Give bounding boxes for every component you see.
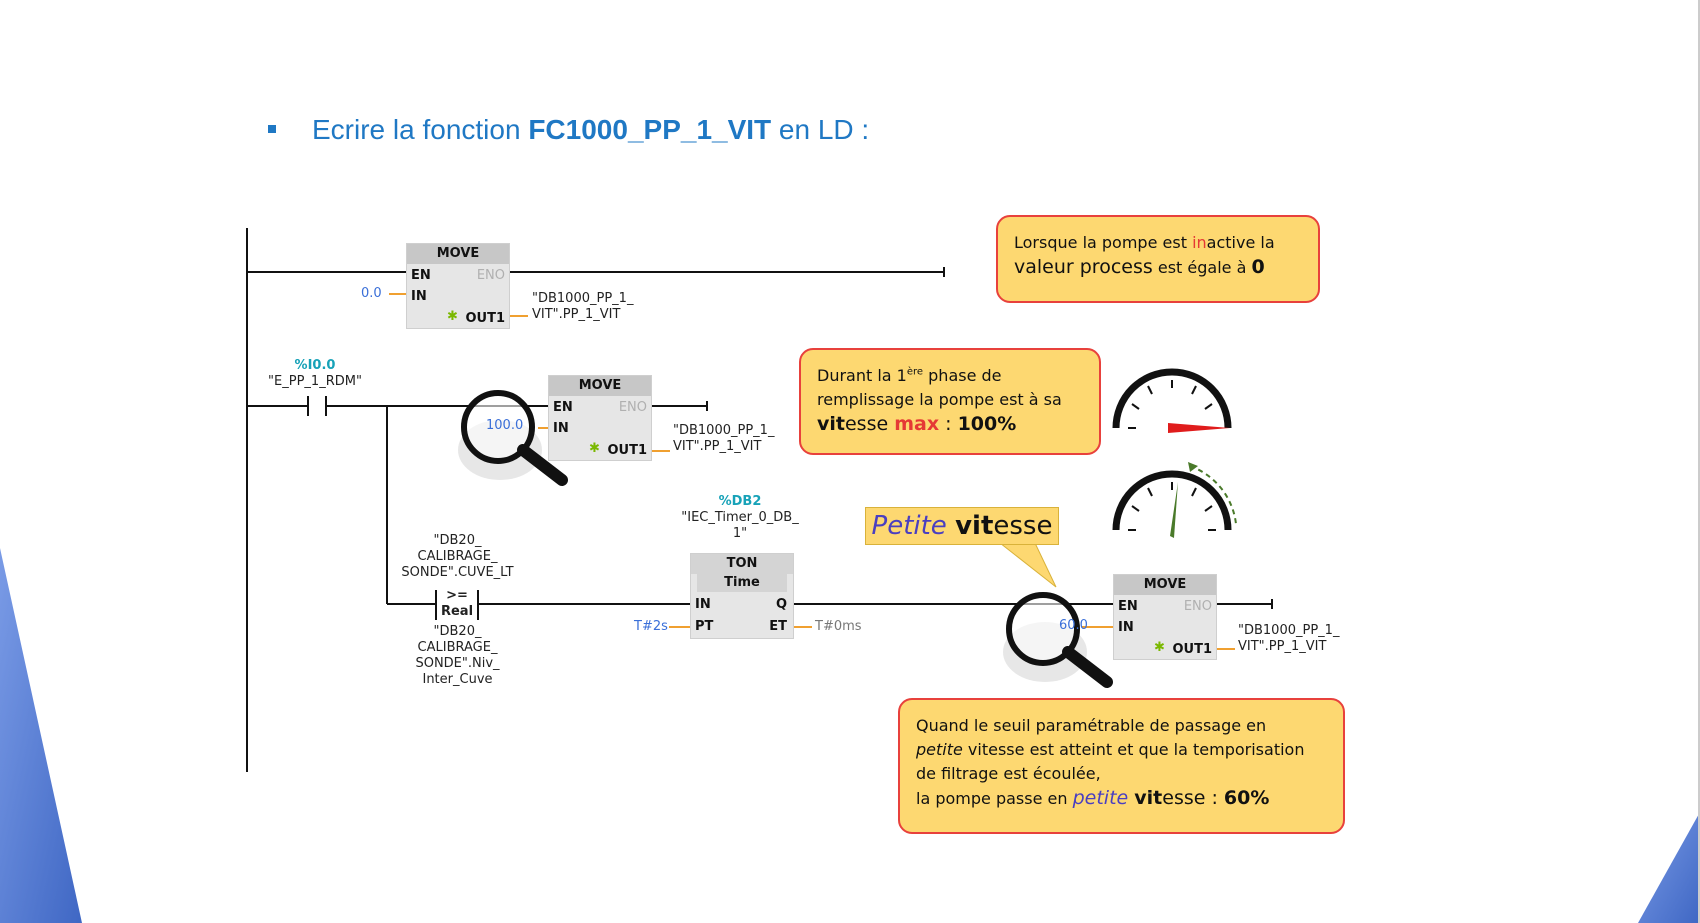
petite-callout-pointer: [998, 542, 1057, 588]
move-block-2-eno: ENO: [618, 400, 647, 415]
cmp-bot-line4: Inter_Cuve: [422, 672, 493, 687]
ton-pt: PT: [695, 619, 714, 634]
timer-db-line1: "IEC_Timer_0_DB_: [681, 510, 799, 525]
move-block-1[interactable]: MOVE EN ENO IN OUT1 ✱: [406, 243, 510, 329]
title-function-name: FC1000_PP_1_VIT: [528, 114, 772, 145]
cmp-operator: >=: [446, 588, 468, 603]
move-block-2[interactable]: MOVE EN ENO IN OUT1 ✱: [548, 375, 652, 461]
move-block-2-title: MOVE: [549, 376, 651, 396]
move-block-2-en: EN: [553, 400, 573, 415]
timer-db-line2: 1": [732, 526, 748, 541]
title-suffix: en LD :: [771, 114, 870, 145]
right-triangle: [1638, 812, 1700, 923]
callout-inactive-line2: valeur process est égale à 0: [1014, 256, 1265, 278]
cmp-top-line2: CALIBRAGE_: [417, 549, 498, 564]
n1-in-value: 0.0: [361, 286, 382, 301]
move-block-3-out: OUT1: [1172, 642, 1212, 657]
move-block-1-in: IN: [411, 289, 427, 304]
move-block-3-in: IN: [1118, 620, 1134, 635]
callout-seuil-line4: la pompe passe en petite vitesse : 60%: [916, 787, 1270, 809]
move-block-2-in: IN: [553, 421, 569, 436]
ton-q: Q: [775, 597, 787, 612]
move-block-1-out: OUT1: [465, 311, 505, 326]
move-block-2-out: OUT1: [607, 443, 647, 458]
move-block-1-en: EN: [411, 268, 431, 283]
cmp-bot-line1: "DB20_: [433, 624, 482, 639]
callout-petite-vitesse: Petite vitesse: [865, 507, 1059, 545]
n1-out-line2: VIT".PP_1_VIT: [532, 307, 621, 322]
bullet-icon: [268, 124, 276, 133]
callout-inactive: Lorsque la pompe est inactive la valeur …: [996, 215, 1320, 303]
callout-seuil-line1: Quand le seuil paramétrable de passage e…: [916, 716, 1267, 735]
timer-db-address: %DB2: [718, 494, 762, 509]
move-block-1-title: MOVE: [407, 244, 509, 264]
left-triangle: [0, 548, 82, 923]
callout-max-line1: Durant la 1ère phase de: [817, 366, 1002, 385]
callout-seuil-line2: petite vitesse est atteint et que la tem…: [916, 740, 1305, 759]
cmp-bot-line2: CALIBRAGE_: [417, 640, 498, 655]
cmp-top-line3: SONDE".CUVE_LT: [401, 565, 514, 580]
move-block-3-title: MOVE: [1114, 575, 1216, 595]
cmp-top-line1: "DB20_: [433, 533, 482, 548]
title-prefix: Ecrire la fonction: [312, 114, 529, 145]
gauge-icon: [1112, 462, 1237, 538]
move-block-3-en: EN: [1118, 599, 1138, 614]
callout-seuil: Quand le seuil paramétrable de passage e…: [898, 698, 1345, 834]
n1-out-line1: "DB1000_PP_1_: [532, 291, 634, 306]
move-block-3-star-icon: ✱: [1154, 640, 1165, 655]
ton-pt-value: T#2s: [634, 619, 668, 634]
n2-out-line1: "DB1000_PP_1_: [673, 423, 775, 438]
ton-et: ET: [769, 619, 787, 634]
magnifier-icon: [458, 390, 568, 486]
ton-et-value: T#0ms: [815, 619, 862, 634]
gauge-icon: [1112, 368, 1232, 433]
cmp-type: Real: [440, 604, 474, 619]
cmp-bot-line3: SONDE".Niv_: [415, 656, 500, 671]
ton-in: IN: [695, 597, 711, 612]
ton-timer-block[interactable]: TON Time IN Q PT ET: [690, 553, 794, 639]
callout-inactive-line1: Lorsque la pompe est inactive la: [1014, 233, 1275, 252]
callout-max-line3: vitesse max : 100%: [817, 413, 1017, 435]
move-block-3[interactable]: MOVE EN ENO IN OUT1 ✱: [1113, 574, 1217, 660]
magnifier-icon: [1003, 592, 1113, 688]
page-title: Ecrire la fonction FC1000_PP_1_VIT en LD…: [268, 114, 869, 146]
ton-title: TON: [691, 554, 793, 574]
ton-subtitle: Time: [697, 574, 787, 592]
n2-out-line2: VIT".PP_1_VIT: [673, 439, 762, 454]
contact-address: %I0.0: [294, 358, 336, 373]
callout-max-speed: Durant la 1ère phase de remplissage la p…: [799, 348, 1101, 455]
n3-in-value: 60.0: [1059, 618, 1088, 633]
move-block-1-eno: ENO: [476, 268, 505, 283]
n3-out-line1: "DB1000_PP_1_: [1238, 623, 1340, 638]
callout-max-line2: remplissage la pompe est à sa: [817, 390, 1062, 409]
callout-seuil-line3: de filtrage est écoulée,: [916, 764, 1101, 783]
move-block-3-eno: ENO: [1183, 599, 1212, 614]
n2-in-value: 100.0: [486, 418, 524, 433]
move-block-1-star-icon: ✱: [447, 309, 458, 324]
move-block-2-star-icon: ✱: [589, 441, 600, 456]
n3-out-line2: VIT".PP_1_VIT: [1238, 639, 1327, 654]
contact-name: "E_PP_1_RDM": [268, 374, 362, 389]
